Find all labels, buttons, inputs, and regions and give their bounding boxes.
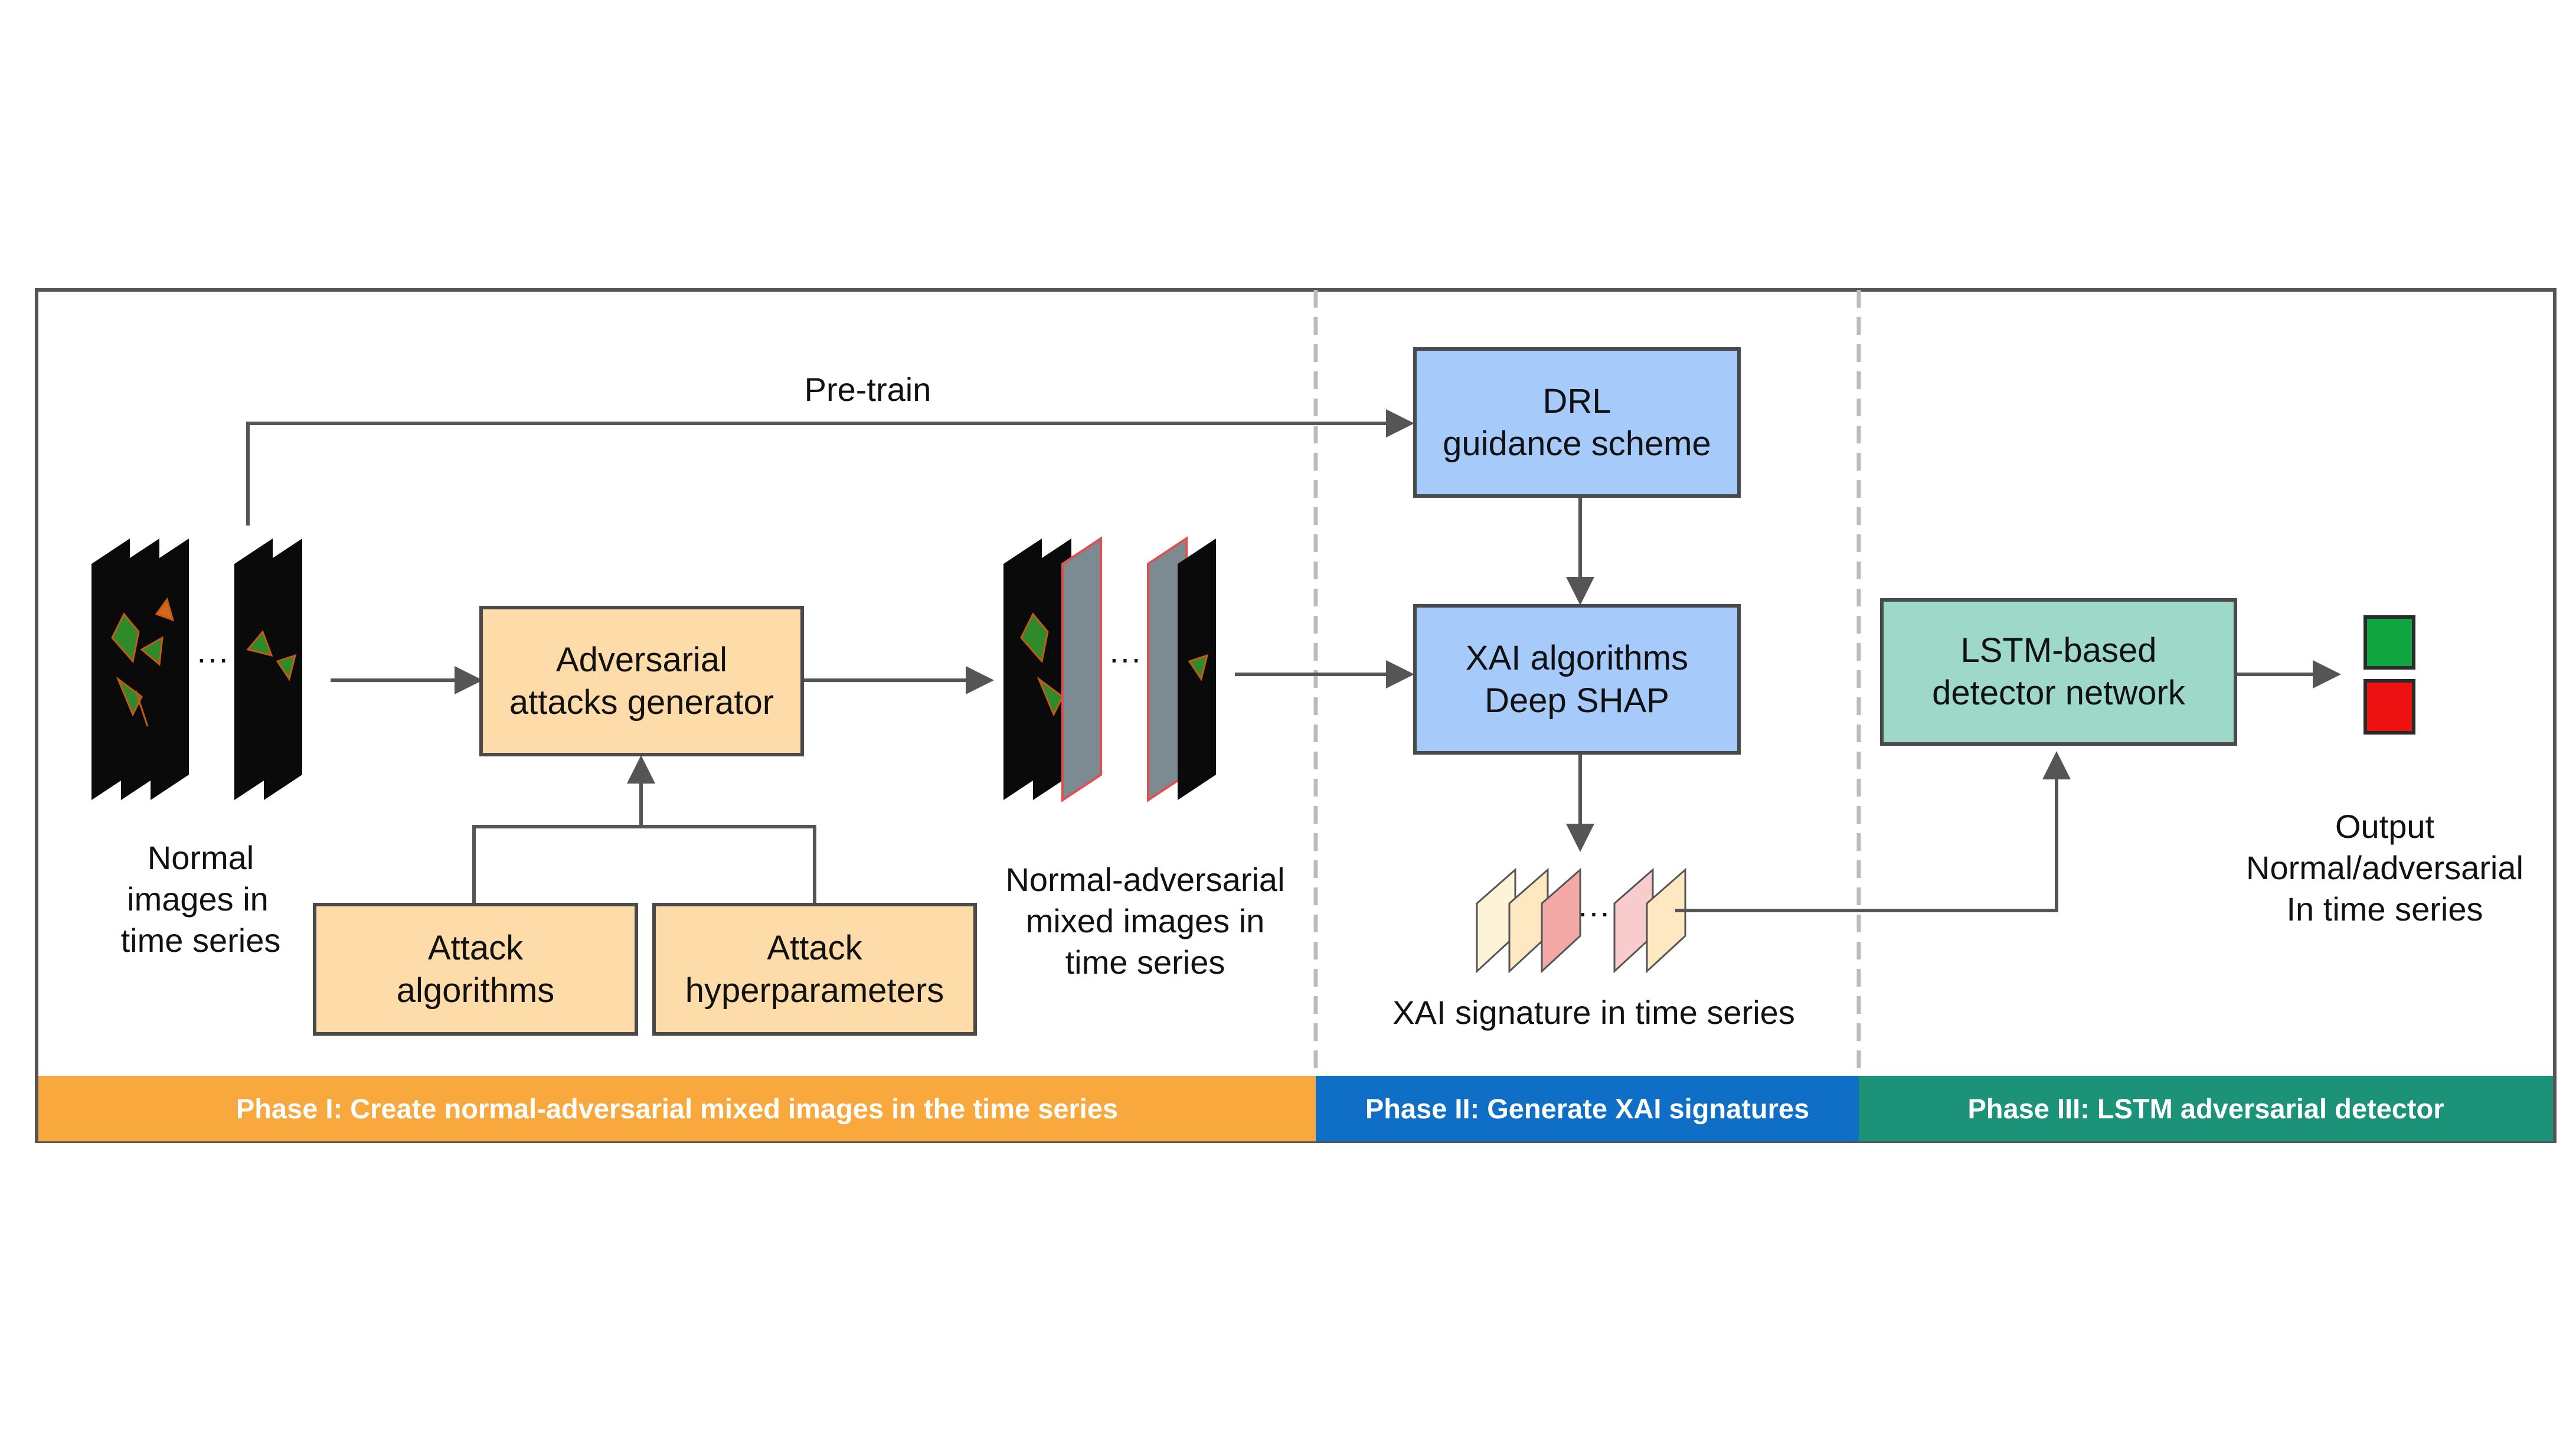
adversarial-generator-line: attacks generator (509, 683, 774, 722)
xai-algorithms-line: Deep SHAP (1485, 681, 1669, 720)
normal-images-line: time series (120, 922, 281, 959)
xai-algorithms-box: XAI algorithms Deep SHAP (1413, 604, 1741, 755)
lstm-detector-line: LSTM-based (1960, 631, 2157, 670)
outer-frame (35, 288, 2557, 1143)
adversarial-generator-box: Adversarial attacks generator (479, 606, 804, 756)
attack-algorithms-line: algorithms (396, 971, 555, 1010)
normal-images-line: Normal (147, 839, 254, 876)
pretrain-label: Pre-train (804, 371, 931, 408)
arrow-signature-to-lstm (1675, 751, 2071, 912)
mixed-images-stack (1003, 536, 1216, 802)
xai-signature-cards (1476, 867, 1686, 974)
normal-images-label: Normal images in time series (89, 837, 313, 961)
ellipsis-signature: ··· (1577, 893, 1610, 931)
ellipsis-mixed: ··· (1109, 639, 1142, 677)
drl-guidance-line: DRL (1542, 381, 1611, 420)
phase2-band: Phase II: Generate XAI signatures (1316, 1076, 1859, 1141)
attack-algorithms-box: Attack algorithms (313, 903, 638, 1036)
attack-connector (472, 825, 816, 904)
output-line: In time series (2286, 890, 2483, 928)
phase1-band: Phase I: Create normal-adversarial mixed… (38, 1076, 1316, 1141)
attack-hyperparameters-line: hyperparameters (685, 971, 944, 1010)
mixed-images-line: Normal-adversarial (1005, 861, 1285, 898)
drl-guidance-line: guidance scheme (1443, 424, 1711, 463)
normal-images-stack (91, 539, 302, 800)
adversarial-generator-line: Adversarial (555, 640, 728, 679)
phase3-band: Phase III: LSTM adversarial detector (1859, 1076, 2553, 1141)
output-line: Output (2335, 808, 2435, 845)
attack-algorithms-line: Attack (427, 928, 524, 967)
drl-guidance-box: DRL guidance scheme (1413, 347, 1741, 498)
attack-hyperparameters-line: Attack (767, 928, 862, 967)
lstm-detector-line: detector network (1932, 674, 2185, 712)
lstm-detector-box: LSTM-based detector network (1880, 598, 2237, 746)
xai-algorithms-line: XAI algorithms (1465, 638, 1689, 677)
output-label: Output Normal/adversarial In time series (2208, 806, 2562, 930)
output-line: Normal/adversarial (2246, 849, 2523, 886)
ellipsis-normal: ··· (196, 639, 229, 677)
output-normal-square (2363, 615, 2415, 670)
mixed-images-line: time series (1065, 944, 1225, 981)
xai-signature-label: XAI signature in time series (1392, 994, 1795, 1031)
mixed-images-line: mixed images in (1025, 902, 1265, 939)
normal-images-line: images in (127, 880, 269, 918)
attack-hyperparameters-box: Attack hyperparameters (652, 903, 977, 1036)
pretrain-arrow (246, 409, 1414, 526)
mixed-images-label: Normal-adversarial mixed images in time … (968, 859, 1322, 983)
output-adversarial-square (2363, 679, 2415, 735)
